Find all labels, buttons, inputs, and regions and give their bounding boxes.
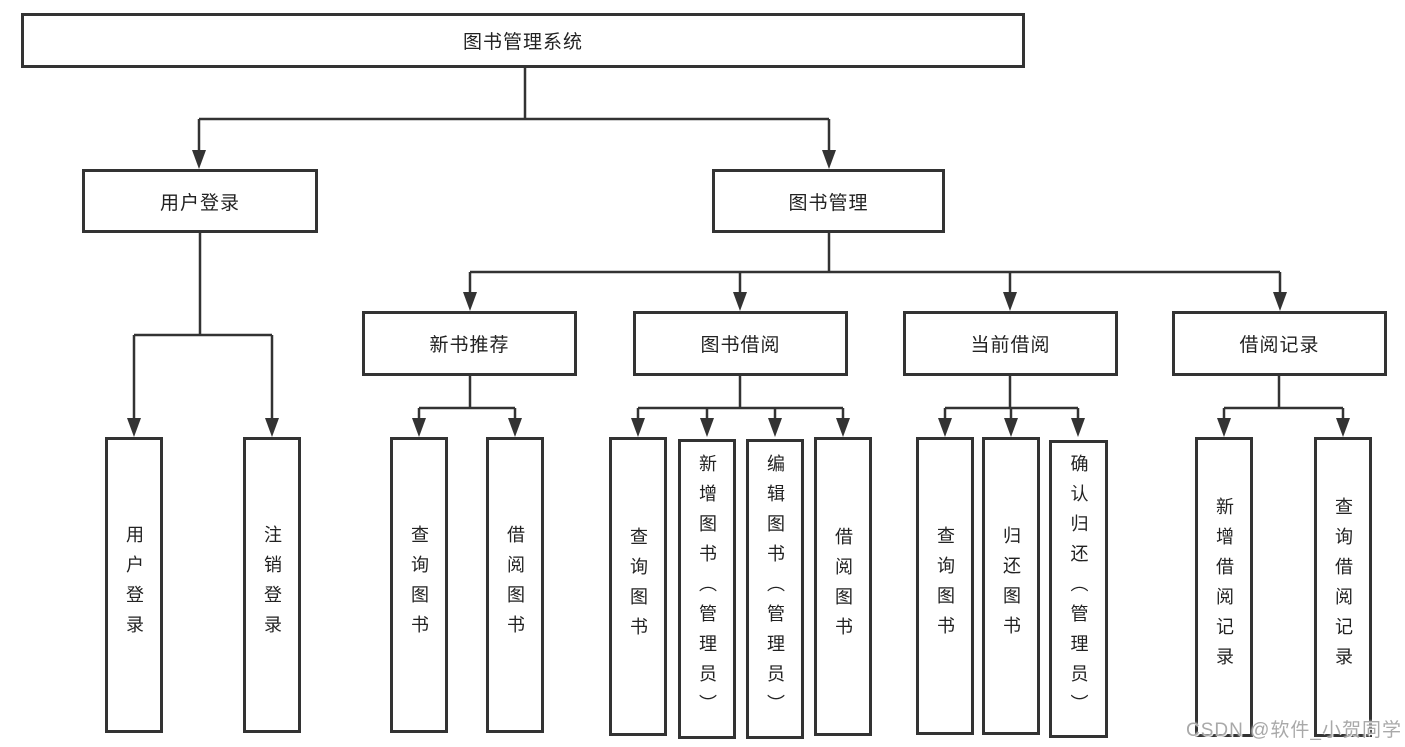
leaf-return-book: 归还图书 bbox=[982, 437, 1040, 735]
leaf-borrow-books-borrow: 借阅图书 bbox=[814, 437, 872, 736]
node-label: 图书管理系统 bbox=[462, 32, 583, 53]
node-label: 新书推荐 bbox=[429, 335, 510, 356]
node-label: 当前借阅 bbox=[970, 335, 1051, 356]
node-book-management: 图书管理 bbox=[712, 169, 945, 233]
node-current-borrow: 当前借阅 bbox=[903, 311, 1118, 376]
leaf-label: 借阅图书 bbox=[833, 526, 853, 647]
node-borrow-records: 借阅记录 bbox=[1172, 311, 1387, 376]
leaf-label: 查询图书 bbox=[628, 526, 648, 647]
leaf-label: 查询图书 bbox=[409, 525, 429, 645]
leaf-label: 新增借阅记录 bbox=[1214, 497, 1234, 677]
leaf-query-books-recommend: 查询图书 bbox=[390, 437, 448, 733]
leaf-edit-book-admin: 编辑图书（管理员） bbox=[746, 439, 804, 739]
connector-root bbox=[192, 68, 836, 169]
leaf-label: 用户登录 bbox=[124, 525, 144, 645]
connector-user-login bbox=[127, 233, 279, 437]
leaf-label: 归还图书 bbox=[1001, 526, 1021, 646]
node-label: 图书借阅 bbox=[700, 335, 781, 356]
node-book-borrow: 图书借阅 bbox=[633, 311, 848, 376]
node-library-management-system: 图书管理系统 bbox=[21, 13, 1025, 68]
node-user-login: 用户登录 bbox=[82, 169, 318, 233]
leaf-query-books-current: 查询图书 bbox=[916, 437, 974, 735]
leaf-label: 确认归还（管理员） bbox=[1068, 454, 1089, 724]
node-new-book-recommend: 新书推荐 bbox=[362, 311, 577, 376]
leaf-label: 查询图书 bbox=[935, 526, 955, 646]
leaf-add-borrow-record: 新增借阅记录 bbox=[1195, 437, 1253, 737]
connector-borrow-records bbox=[1217, 376, 1350, 437]
leaf-query-books-borrow: 查询图书 bbox=[609, 437, 667, 736]
leaf-confirm-return-admin: 确认归还（管理员） bbox=[1049, 440, 1108, 738]
connector-current-borrow bbox=[938, 376, 1085, 437]
csdn-watermark: CSDN @软件_小贺同学 bbox=[1186, 720, 1402, 741]
connector-new-book-recommend bbox=[412, 376, 522, 437]
leaf-logout: 注销登录 bbox=[243, 437, 301, 733]
leaf-label: 注销登录 bbox=[262, 525, 282, 645]
leaf-label: 借阅图书 bbox=[505, 525, 525, 645]
connector-book-management bbox=[463, 233, 1287, 311]
leaf-label: 编辑图书（管理员） bbox=[765, 454, 785, 724]
node-label: 用户登录 bbox=[159, 192, 240, 214]
leaf-user-login: 用户登录 bbox=[105, 437, 163, 733]
leaf-label: 新增图书（管理员） bbox=[697, 454, 717, 724]
node-label: 图书管理 bbox=[788, 192, 869, 214]
node-label: 借阅记录 bbox=[1239, 335, 1320, 356]
connector-book-borrow bbox=[631, 376, 850, 437]
leaf-borrow-books-recommend: 借阅图书 bbox=[486, 437, 544, 733]
leaf-add-book-admin: 新增图书（管理员） bbox=[678, 439, 736, 739]
leaf-query-borrow-record: 查询借阅记录 bbox=[1314, 437, 1372, 737]
leaf-label: 查询借阅记录 bbox=[1333, 497, 1353, 677]
